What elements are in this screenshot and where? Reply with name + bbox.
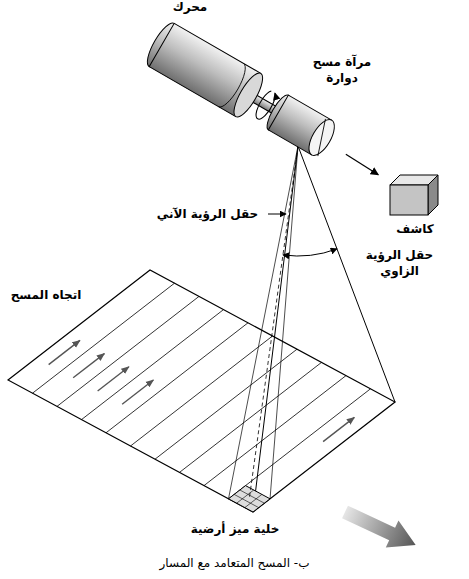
motor-cylinder: [135, 20, 275, 120]
scan-mirror: مرآة مسح دوارة: [255, 55, 376, 167]
mirror-cylinder: [255, 85, 345, 165]
detector: كاشف: [380, 170, 452, 240]
ground-swath: [8, 146, 395, 512]
motor: محرك: [135, 0, 277, 122]
part-label: كاشف: [380, 222, 450, 238]
direction-label: اتجاه المسح: [5, 288, 87, 304]
figure-caption: ب- المسح المتعامد مع المسار: [0, 556, 469, 572]
flight-direction-arrow: [339, 498, 422, 558]
leader-line: [268, 214, 286, 215]
field-label: حقل الرؤية الزاوي: [362, 248, 437, 279]
part-label: محرك: [150, 0, 230, 16]
field-label: حقل الرؤية الآني: [150, 207, 265, 223]
cell-label: خلية ميز أرضية: [175, 522, 295, 538]
detector-box: [380, 170, 440, 220]
signal-arrow: [346, 154, 378, 175]
part-label: مرآة مسح دوارة: [310, 55, 374, 86]
